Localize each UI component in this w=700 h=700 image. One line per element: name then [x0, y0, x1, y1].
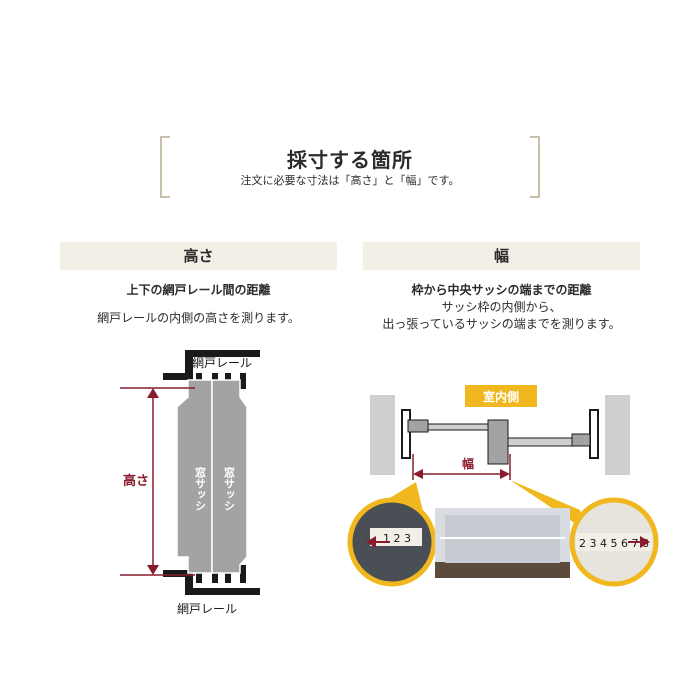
top-rail-tooth-4 [240, 373, 246, 389]
left-sash [427, 423, 489, 431]
page-subtitle: 注文に必要な寸法は「高さ」と「幅」です。 [240, 174, 460, 187]
right-frame [589, 409, 599, 459]
sash-label-1: 窓サッシ [194, 466, 207, 511]
right-sash [507, 437, 573, 447]
page-title: 採寸する箇所 [287, 148, 413, 172]
left-wall [370, 395, 395, 475]
width-description-line2: 出っ張っているサッシの端までを測ります。 [382, 317, 621, 331]
width-section-header: 幅 [363, 242, 640, 270]
height-label: 高さ [123, 473, 149, 489]
left-bracket [160, 136, 170, 198]
right-tape-digits: 2 3 4 5 6 7 8 [579, 537, 649, 550]
width-diagram: 室内側 幅 1 2 3 2 3 4 5 6 7 8 [347, 385, 659, 587]
bottom-rail-tooth-1 [196, 565, 202, 583]
bottom-rail-tooth-3 [225, 565, 231, 583]
right-zoom-arrowhead [640, 536, 650, 548]
width-label: 幅 [462, 456, 474, 471]
top-rail-label: 網戸レール [192, 356, 252, 370]
height-description: 網戸レールの内側の高さを測ります。 [97, 311, 300, 325]
left-tape-digits: 1 2 3 [383, 532, 411, 545]
height-section-header: 高さ [60, 242, 337, 270]
center-photo-floor [435, 562, 570, 578]
bottom-rail-label: 網戸レール [177, 602, 237, 616]
height-arrow-top [147, 388, 159, 398]
left-zoom-arrowhead [366, 536, 376, 548]
height-label-bg [120, 469, 152, 489]
bottom-rail-tooth-4 [240, 565, 246, 583]
top-rail-frame [163, 350, 260, 380]
indoor-label: 室内側 [483, 389, 519, 404]
right-wall [605, 395, 630, 475]
right-sash-stub [571, 433, 591, 447]
sash-label-2: 窓サッシ [223, 466, 236, 511]
height-subheading: 上下の網戸レール間の距離 [126, 283, 271, 297]
bottom-rail-tooth-2 [212, 565, 218, 583]
height-diagram: 高さ 網戸レール 網戸レール 窓サッシ 窓サッシ [120, 350, 260, 616]
width-arrow-left [413, 469, 423, 479]
center-sash [487, 419, 509, 465]
right-tape [576, 533, 652, 551]
left-frame [401, 409, 411, 459]
right-bracket [530, 136, 540, 198]
left-sash-stub [407, 419, 429, 433]
indoor-label-bg [465, 385, 537, 407]
bottom-rail-frame [163, 570, 260, 595]
height-arrow-bottom [147, 565, 159, 575]
width-description-line1: サッシ枠の内側から、 [441, 300, 562, 314]
window-sash-2 [211, 379, 248, 574]
width-arrow-right [500, 469, 510, 479]
width-subheading: 枠から中央サッシの端までの距離 [411, 283, 592, 297]
